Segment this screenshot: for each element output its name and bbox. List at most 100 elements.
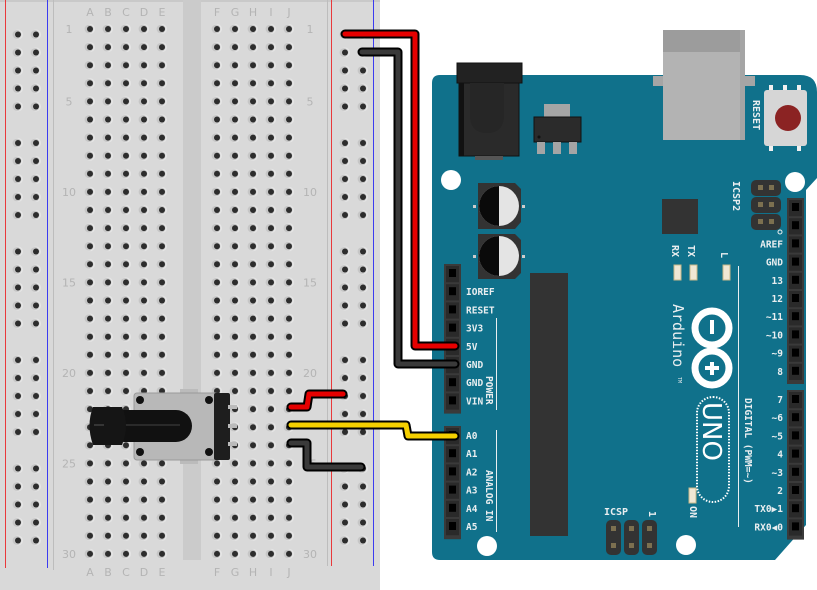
breadboard-hole-pin bbox=[360, 429, 366, 435]
breadboard-hole-pin bbox=[232, 207, 238, 213]
breadboard-hole-pin bbox=[105, 44, 111, 51]
breadboard-hole-pin bbox=[123, 532, 129, 539]
header-socket-hole bbox=[792, 203, 799, 211]
breadboard-hole-pin bbox=[105, 207, 111, 213]
wire-pot-power[interactable] bbox=[286, 389, 348, 412]
header-socket-hole bbox=[792, 413, 799, 422]
usb-interface-chip bbox=[662, 199, 698, 234]
breadboard-hole-pin bbox=[250, 243, 256, 250]
breadboard-hole-pin bbox=[141, 98, 147, 105]
row-number: 20 bbox=[62, 367, 76, 380]
breadboard-hole-pin bbox=[159, 550, 165, 557]
breadboard-hole-pin bbox=[268, 550, 274, 557]
breadboard-hole-pin bbox=[286, 297, 292, 304]
breadboard-hole-pin bbox=[87, 297, 93, 304]
breadboard-hole-pin bbox=[232, 26, 238, 32]
breadboard-hole-pin bbox=[232, 279, 238, 286]
breadboard-hole-pin bbox=[214, 514, 220, 521]
power-section-label: POWER bbox=[483, 376, 494, 405]
column-letter: C bbox=[122, 6, 130, 19]
breadboard-hole-pin bbox=[342, 284, 348, 291]
column-letter: H bbox=[249, 566, 257, 579]
breadboard-hole-pin bbox=[123, 225, 129, 232]
breadboard-hole-pin bbox=[159, 80, 165, 87]
breadboard-hole-pin bbox=[33, 248, 39, 255]
header-socket-hole bbox=[792, 467, 799, 476]
breadboard-hole-pin bbox=[33, 465, 39, 472]
breadboard-hole-pin bbox=[232, 170, 238, 177]
breadboard-hole-pin bbox=[123, 297, 129, 304]
breadboard-hole-pin bbox=[214, 279, 220, 286]
breadboard-hole-pin bbox=[123, 514, 129, 521]
dc-power-jack bbox=[456, 62, 523, 160]
breadboard-hole-pin bbox=[232, 369, 238, 376]
header-socket-hole bbox=[792, 348, 799, 357]
breadboard-hole-pin bbox=[141, 514, 147, 521]
wire-signal-a0[interactable] bbox=[286, 420, 460, 441]
breadboard-hole-pin bbox=[33, 320, 39, 327]
breadboard-hole-pin bbox=[286, 351, 292, 358]
breadboard-hole-pin bbox=[105, 134, 111, 141]
pin-label: IOREF bbox=[466, 287, 495, 298]
wire-5v[interactable] bbox=[340, 29, 460, 351]
breadboard-hole-pin bbox=[250, 460, 256, 467]
breadboard-hole-pin bbox=[232, 460, 238, 467]
breadboard-hole-pin bbox=[123, 351, 129, 358]
breadboard-hole-pin bbox=[33, 501, 39, 508]
breadboard-hole-pin bbox=[87, 62, 93, 69]
header-socket-hole bbox=[792, 504, 799, 513]
row-number: 10 bbox=[303, 186, 317, 199]
pin-label: A3 bbox=[466, 486, 478, 497]
pin-label: 5V bbox=[466, 342, 478, 353]
wire-gnd[interactable] bbox=[357, 47, 460, 369]
breadboard-hole-pin bbox=[105, 243, 111, 250]
wires bbox=[286, 29, 460, 472]
breadboard-hole-pin bbox=[232, 116, 238, 123]
breadboard-hole-pin bbox=[141, 26, 147, 32]
breadboard-hole-pin bbox=[360, 284, 366, 291]
breadboard-hole-pin bbox=[33, 537, 39, 544]
breadboard-hole-pin bbox=[250, 297, 256, 304]
breadboard-hole-pin bbox=[141, 243, 147, 250]
column-letter: I bbox=[269, 566, 272, 579]
mounting-hole bbox=[785, 172, 805, 192]
breadboard-hole-pin bbox=[268, 261, 274, 268]
breadboard-hole-pin bbox=[105, 116, 111, 123]
breadboard-hole-pin bbox=[105, 315, 111, 322]
breadboard-hole-pin bbox=[250, 44, 256, 51]
breadboard-hole-pin bbox=[360, 393, 366, 399]
breadboard-hole-pin bbox=[214, 315, 220, 322]
breadboard-hole-pin bbox=[105, 514, 111, 521]
microcontroller-chip bbox=[530, 273, 568, 536]
breadboard-hole-pin bbox=[214, 62, 220, 69]
breadboard-hole-pin bbox=[141, 152, 147, 159]
breadboard-hole-pin bbox=[268, 442, 274, 449]
breadboard-hole-pin bbox=[105, 297, 111, 304]
wire-pot-ground[interactable] bbox=[286, 438, 366, 472]
breadboard-hole-pin bbox=[286, 550, 292, 557]
breadboard-hole-pin bbox=[214, 26, 220, 32]
breadboard-hole-pin bbox=[232, 225, 238, 232]
breadboard-hole-pin bbox=[105, 261, 111, 268]
breadboard-hole-pin bbox=[15, 320, 21, 327]
breadboard-hole-pin bbox=[105, 532, 111, 539]
breadboard-hole-pin bbox=[342, 375, 348, 381]
breadboard-hole-pin bbox=[250, 188, 256, 195]
reset-button[interactable] bbox=[764, 85, 807, 151]
breadboard-hole-pin bbox=[87, 116, 93, 123]
header-socket-hole bbox=[792, 449, 799, 458]
breadboard-hole-pin bbox=[214, 98, 220, 105]
on-label: ON bbox=[687, 506, 698, 518]
breadboard-hole-pin bbox=[105, 188, 111, 195]
breadboard-hole-pin bbox=[214, 550, 220, 557]
breadboard-hole-pin bbox=[141, 188, 147, 195]
breadboard-hole-pin bbox=[141, 207, 147, 213]
potentiometer[interactable] bbox=[89, 389, 238, 464]
breadboard-hole-pin bbox=[33, 212, 39, 218]
breadboard-hole-pin bbox=[123, 261, 129, 268]
breadboard-hole-pin bbox=[15, 248, 21, 255]
breadboard-hole-pin bbox=[360, 103, 366, 110]
breadboard-hole-pin bbox=[342, 85, 348, 92]
pin-label: RESET bbox=[466, 305, 495, 316]
